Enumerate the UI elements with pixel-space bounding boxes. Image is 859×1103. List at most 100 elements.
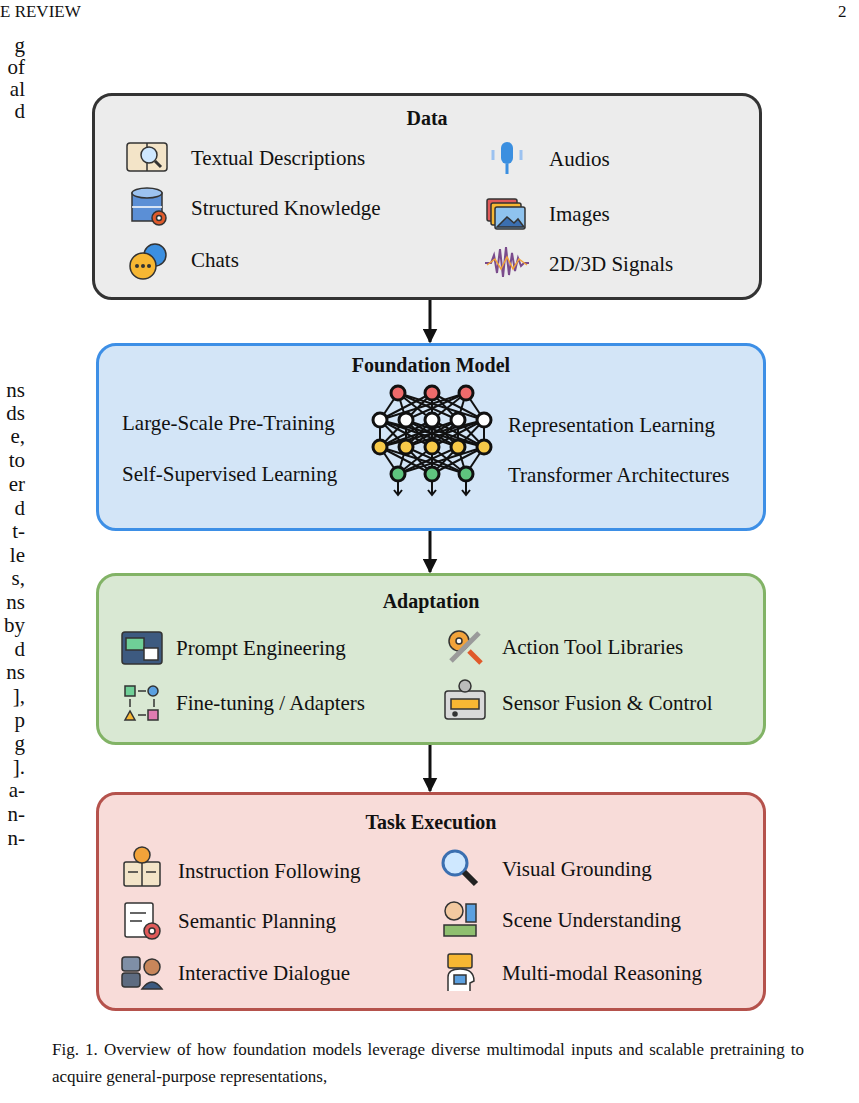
network-link [432, 420, 484, 447]
body-text-fragment: d [0, 99, 25, 123]
chat-dot [135, 264, 139, 268]
network-link [379, 420, 381, 447]
item-label: 2D/3D Signals [549, 252, 673, 276]
network-link [380, 393, 398, 420]
body-text-fragment: s, [0, 566, 25, 590]
item-label: Representation Learning [508, 413, 715, 437]
image-chip [454, 975, 466, 984]
adapter-shape [148, 710, 158, 720]
network-link [398, 393, 432, 420]
network-output-arrow [394, 481, 402, 495]
scene-figure [445, 902, 463, 920]
network-link [458, 393, 466, 420]
icon [448, 954, 474, 991]
book-lens-handle [155, 161, 161, 167]
network-link [398, 393, 484, 420]
info-badge [134, 847, 150, 863]
network-link [398, 447, 406, 474]
network-link [398, 447, 458, 474]
network-link [405, 420, 407, 447]
icon [445, 680, 485, 719]
network-link [406, 447, 432, 474]
adapter-shape [148, 686, 158, 696]
network-neuron [459, 386, 473, 400]
network-link [432, 420, 484, 447]
adapter-shape [125, 711, 135, 720]
network-neuron [373, 413, 387, 427]
network-neuron [477, 440, 491, 454]
network-link [406, 420, 432, 447]
body-text-fragment: d [0, 637, 25, 661]
panel-box: DataTextual DescriptionsAudiosStructured… [92, 93, 762, 300]
body-text-fragment: le [0, 543, 25, 567]
network-link [431, 447, 433, 474]
icon [132, 188, 166, 225]
network-neuron [373, 440, 387, 454]
item-label: Self-Supervised Learning [122, 462, 337, 486]
gear-icon [152, 211, 166, 225]
network-neuron [451, 440, 465, 454]
book-lens [141, 147, 157, 163]
image-icon [487, 199, 517, 221]
item-label: Instruction Following [178, 859, 361, 883]
flow-arrow [429, 300, 432, 342]
network-neuron [425, 386, 439, 400]
item-label: Visual Grounding [502, 857, 652, 881]
network-link [432, 420, 458, 447]
flow-arrow [429, 531, 432, 572]
item-label: Sensor Fusion & Control [502, 691, 713, 715]
gear-icon [449, 631, 469, 651]
book-icon [124, 862, 160, 886]
robot-head [122, 957, 140, 971]
item-label: Structured Knowledge [191, 196, 381, 220]
network-link [380, 420, 458, 447]
network-link [466, 393, 484, 420]
network-link [431, 393, 433, 420]
network-link [406, 393, 432, 420]
page-header: 2 [838, 2, 847, 22]
icon [443, 851, 476, 884]
item-label: Transformer Architectures [508, 463, 729, 487]
network-neuron [399, 413, 413, 427]
network-link [406, 420, 484, 447]
chat-dot [141, 264, 145, 268]
item-label: Interactive Dialogue [178, 961, 350, 985]
network-neuron [391, 386, 405, 400]
network-link [458, 420, 484, 447]
book-spine [146, 143, 148, 171]
person-head [144, 959, 160, 975]
network-neuron [477, 413, 491, 427]
body-text-fragment: ds [0, 401, 25, 425]
network-link [457, 420, 459, 447]
adapter-cycle [130, 691, 154, 715]
item-label: Action Tool Libraries [502, 635, 683, 659]
network-neuron [391, 467, 405, 481]
network-output-arrow [462, 481, 470, 495]
control-display [451, 699, 479, 709]
network-link [432, 420, 458, 447]
body-text-fragment: ]. [0, 755, 25, 779]
network-link [398, 393, 406, 420]
body-text-fragment: a- [0, 778, 25, 802]
network-link [398, 447, 432, 474]
icon [122, 957, 162, 989]
body-text-fragment: p [0, 708, 25, 732]
network-link [380, 447, 432, 474]
network-link [406, 447, 466, 474]
body-text-fragment: er [0, 472, 25, 496]
network-link [406, 393, 466, 420]
network-link [432, 393, 458, 420]
network-neuron [459, 467, 473, 481]
body-text-fragment: to [0, 448, 25, 472]
image-mountain [497, 217, 524, 227]
item-label: Images [549, 202, 610, 226]
scene-ground [444, 925, 476, 936]
panel-heading: Adaptation [99, 590, 763, 613]
network-link [380, 420, 432, 447]
network-link [380, 420, 484, 447]
control-knob [453, 712, 457, 716]
body-text-fragment: n- [0, 826, 25, 850]
chart-bubble [448, 954, 472, 968]
image-icon [491, 203, 521, 225]
